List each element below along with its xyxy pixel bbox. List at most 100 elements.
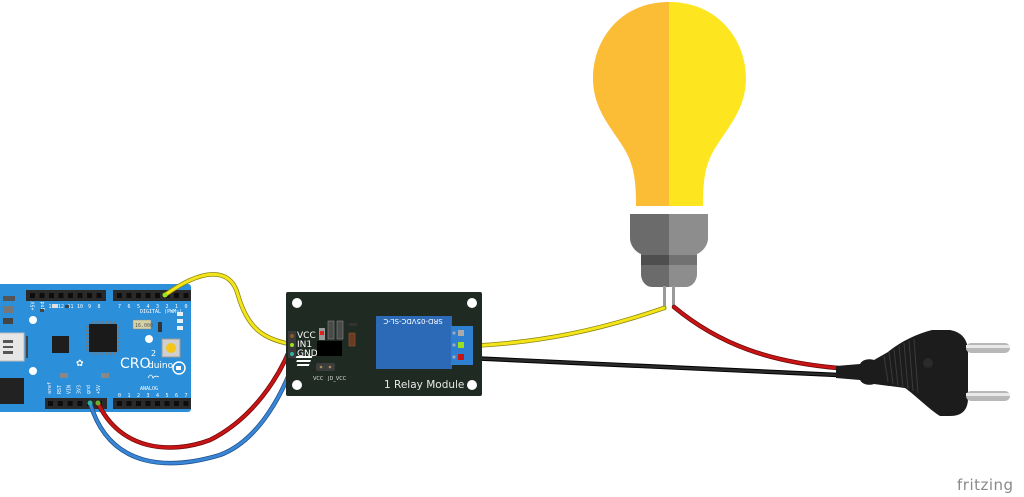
relay-module[interactable]: VCC IN1 GND VCC JD_VCC SRD-05VDC-SL-C [286,292,482,396]
header-pin[interactable] [48,401,53,406]
wire-red-lamp-to-plug[interactable] [671,304,841,371]
relay-module-title: 1 Relay Module [384,379,464,391]
smd-component [101,373,109,378]
mcu-leg [102,321,104,324]
header-pin[interactable] [57,401,63,406]
header-pin[interactable] [145,401,151,406]
top-pin-label: 13 [48,304,54,310]
pin-in1[interactable] [290,343,294,347]
top-pin-label: 7 [118,304,121,310]
header-pin[interactable] [145,293,151,298]
header-pin[interactable] [77,401,83,406]
mount-hole [292,380,302,390]
analog-pin-label: 0 [118,393,121,399]
pin-label-in1: IN1 [297,340,312,350]
header-pin[interactable] [77,293,83,298]
top-pin-label: 10 [77,304,83,310]
header-pin[interactable] [30,293,35,298]
mcu-leg [117,326,120,328]
top-pin-label: +5V [31,301,37,310]
mcu-leg [113,352,116,355]
usb-chip [52,336,69,353]
pin-gnd[interactable] [290,352,294,356]
wire-yellow-d2-to-in1-core [163,272,297,347]
analog-pin-label: 1 [127,393,130,399]
top-pin-label: 9 [88,304,91,310]
header-pin[interactable] [96,293,102,298]
mcu-leg [106,321,108,324]
header-pin[interactable] [174,293,179,298]
mcu-leg [86,329,89,332]
smd-component [52,304,58,308]
header-pin[interactable] [183,293,189,298]
relay-body [376,316,452,369]
terminal-no[interactable] [458,342,464,348]
mains-plug[interactable] [836,330,1010,416]
header-pin[interactable] [183,401,189,406]
mcu-leg [94,321,97,324]
smd-component [3,306,13,313]
power-symbol-icon [172,361,186,375]
header-pin[interactable] [136,293,141,298]
terminal-screw [452,343,456,347]
header-pin[interactable] [174,401,179,406]
header-pin[interactable] [117,293,122,298]
usb-connector [0,332,28,362]
analog-pin-label: 5 [165,393,168,399]
header-pin[interactable] [155,401,160,406]
terminal-screw [452,331,456,335]
analog-pin-label: 6 [175,393,178,399]
top-pin-label: gnd [40,301,46,310]
header-pin[interactable] [126,401,132,406]
reset-button[interactable] [161,338,181,358]
bottom-header-right [113,398,191,409]
mcu-leg [110,321,112,324]
resistor [327,320,335,340]
wire-yellow-relay-to-lamp[interactable] [465,305,667,349]
mcu-leg [98,352,101,355]
header-pin[interactable] [49,293,54,298]
header-pin[interactable] [136,401,141,406]
pin-5v-connection [95,400,101,406]
wire-red-lamp-to-plug-core [672,305,840,370]
pin-vcc[interactable] [290,334,294,338]
top-header-left [26,290,106,301]
voltage-regulator [0,378,24,404]
terminal-com[interactable] [458,354,464,360]
logo-icon: ✿ [76,359,84,369]
relay-part-number: SRD-05VDC-SL-C [383,317,442,325]
header-pin[interactable] [68,293,73,298]
header-pin[interactable] [87,293,92,298]
header-pin[interactable] [39,293,45,298]
mcu-leg [106,352,108,355]
wire-black-relay-to-plug-core [466,356,840,377]
terminal-nc[interactable] [458,330,464,336]
pin-gnd-connection [87,400,93,406]
jumper[interactable] [316,363,335,371]
signature [147,374,160,379]
plug-pin-bottom [966,391,1010,401]
mount-hole [292,298,302,308]
light-bulb[interactable] [590,0,749,311]
header-pin[interactable] [164,401,170,406]
mcu-leg [117,341,120,343]
header-pin[interactable] [58,293,64,298]
mcu-leg [86,348,89,351]
plug-pin-top [966,343,1010,353]
bottom-header-pins [48,401,189,406]
header-pin[interactable] [117,401,122,406]
indicator-led-lit [320,331,324,335]
mcu-leg [117,329,120,332]
header-pin[interactable] [155,293,160,298]
bottom-header-left [45,398,107,409]
smd-component [3,318,13,324]
analog-label: ANALOG [140,386,158,392]
plug-grip-ridges [883,338,919,394]
mcu-leg [102,352,104,355]
bottom-pin-label: VIN [67,385,73,394]
header-pin[interactable] [126,293,132,298]
microcontroller-legs [86,321,120,355]
header-pin[interactable] [67,401,73,406]
